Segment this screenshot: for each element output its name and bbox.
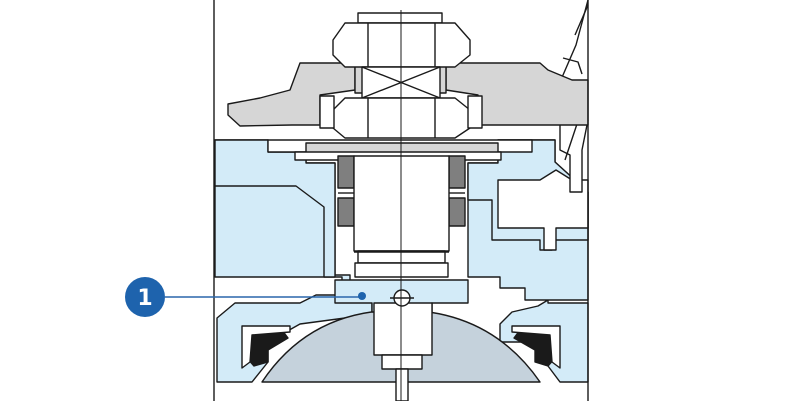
callout-number: 1 xyxy=(137,286,152,311)
packing-left-top xyxy=(337,155,355,189)
packing-right-bottom xyxy=(448,197,466,227)
callout-badge xyxy=(125,277,165,317)
right-channel xyxy=(497,169,589,251)
washer-right xyxy=(467,95,483,129)
packing-right-top xyxy=(448,155,466,189)
seal-right-ring xyxy=(511,325,561,369)
packing-left-bottom xyxy=(337,197,355,227)
shaft-lower xyxy=(373,302,433,356)
shaft-tip xyxy=(381,354,423,370)
washer-left xyxy=(319,95,335,129)
callout-dot xyxy=(358,292,366,300)
linkage-bracket xyxy=(562,57,583,75)
linkage-line-2 xyxy=(574,4,589,36)
nut-top-cap xyxy=(357,12,443,24)
seal-left-ring xyxy=(241,325,291,369)
shaft-spindle xyxy=(395,368,409,401)
